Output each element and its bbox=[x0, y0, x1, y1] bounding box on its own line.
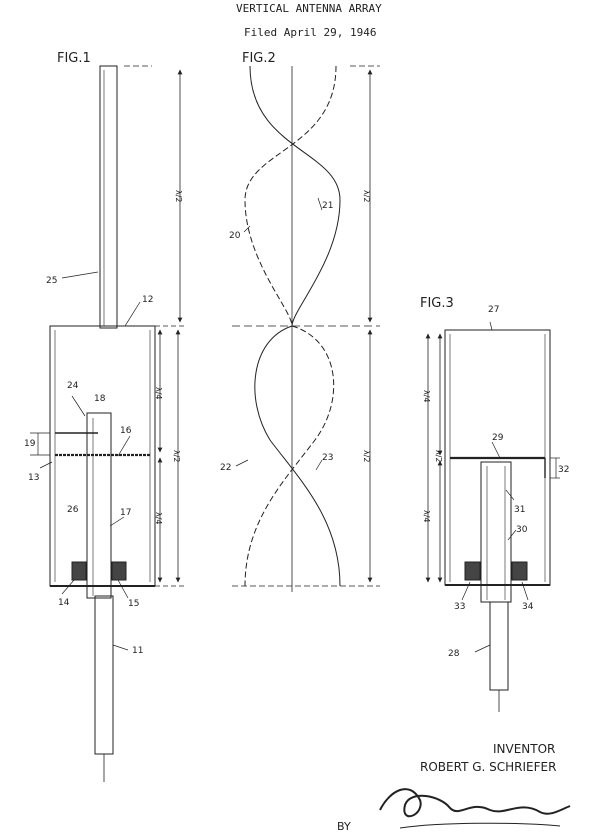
dim-half-wave-fig1-sleeve: λ/2 bbox=[172, 450, 181, 463]
fig3-feed-cable bbox=[489, 601, 509, 691]
figure-3: FIG.3 bbox=[420, 296, 560, 712]
ref-31: 31 bbox=[514, 505, 525, 515]
inventor-name: ROBERT G. SCHRIEFER bbox=[420, 760, 557, 774]
filed-date: Filed April 29, 1946 bbox=[244, 26, 377, 39]
fig2-curve-20 bbox=[244, 65, 337, 327]
ref-23: 23 bbox=[322, 453, 333, 463]
fig3-insulator-34 bbox=[511, 561, 528, 581]
ref-15: 15 bbox=[128, 599, 139, 609]
ref-16: 16 bbox=[120, 426, 132, 436]
fig3-insulator-33 bbox=[464, 561, 481, 581]
fig3-label: FIG.3 bbox=[420, 296, 454, 311]
dim-half-wave-fig2-top: λ/2 bbox=[362, 190, 371, 203]
ref-12: 12 bbox=[142, 295, 153, 305]
ref-19: 19 bbox=[24, 439, 36, 449]
fig1-label: FIG.1 bbox=[57, 51, 91, 66]
dim-half-wave-fig2-bottom: λ/2 bbox=[362, 450, 371, 463]
fig1-labels: 25 12 24 18 19 16 13 26 17 14 15 11 λ/2 … bbox=[24, 190, 183, 656]
fig1-radiator-rod bbox=[99, 65, 118, 329]
dim-quarter-wave-fig3-lower: λ/4 bbox=[422, 510, 431, 523]
dim-quarter-wave-fig3-upper: λ/4 bbox=[422, 390, 431, 403]
fig2-labels: 21 20 22 23 λ/2 λ/2 bbox=[220, 190, 371, 473]
fig1-insulator-14 bbox=[71, 561, 87, 581]
dim-quarter-wave-fig1-lower: λ/4 bbox=[154, 512, 163, 525]
dim-quarter-wave-fig1-upper: λ/4 bbox=[154, 387, 163, 400]
dim-half-wave-fig3: λ/2 bbox=[434, 450, 443, 463]
inventor-heading: INVENTOR bbox=[493, 742, 556, 756]
ref-28: 28 bbox=[448, 649, 460, 659]
ref-32: 32 bbox=[558, 465, 569, 475]
ref-20: 20 bbox=[229, 231, 241, 241]
ref-13: 13 bbox=[28, 473, 39, 483]
ref-26: 26 bbox=[67, 505, 79, 515]
ref-29: 29 bbox=[492, 433, 504, 443]
ref-30: 30 bbox=[516, 525, 528, 535]
fig1-feed-cable bbox=[94, 595, 114, 755]
signature bbox=[379, 788, 571, 818]
figure-1: FIG.1 bbox=[30, 51, 186, 782]
ref-34: 34 bbox=[522, 602, 534, 612]
ref-11: 11 bbox=[132, 646, 143, 656]
fig2-label: FIG.2 bbox=[242, 51, 276, 66]
fig1-insulator-15 bbox=[111, 561, 127, 581]
signature-underline bbox=[399, 822, 561, 829]
patent-title: VERTICAL ANTENNA ARRAY bbox=[236, 2, 382, 15]
ref-21: 21 bbox=[322, 201, 333, 211]
figure-2: FIG.2 bbox=[232, 51, 380, 592]
ref-24: 24 bbox=[67, 381, 79, 391]
fig2-curve-23 bbox=[254, 325, 341, 587]
ref-17: 17 bbox=[120, 508, 131, 518]
fig2-curve-21 bbox=[249, 65, 341, 327]
by-label: BY bbox=[337, 820, 351, 833]
fig2-curve-22 bbox=[244, 325, 335, 587]
ref-22: 22 bbox=[220, 463, 231, 473]
dim-half-wave-fig1-top: λ/2 bbox=[174, 190, 183, 203]
ref-27: 27 bbox=[488, 305, 499, 315]
fig3-labels: 27 29 32 31 30 33 34 28 λ/4 λ/2 λ/4 bbox=[422, 305, 569, 659]
ref-18: 18 bbox=[94, 394, 106, 404]
ref-33: 33 bbox=[454, 602, 465, 612]
ref-25: 25 bbox=[46, 276, 57, 286]
ref-14: 14 bbox=[58, 598, 70, 608]
fig1-inner-tube bbox=[86, 412, 112, 599]
fig3-inner-tube bbox=[480, 461, 512, 603]
